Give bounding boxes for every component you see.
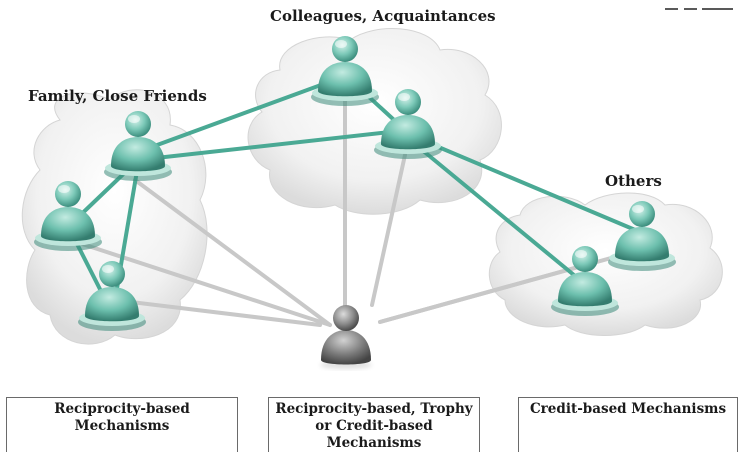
- gray-links: [68, 93, 642, 327]
- mechanism-box-reciprocity: Reciprocity-based Mechanisms: [6, 397, 238, 452]
- person-others-right-icon: [608, 201, 676, 271]
- person-colleague-top-icon: [311, 36, 379, 106]
- mechanism-box-mixed: Reciprocity-based, Trophy or Credit-base…: [268, 397, 480, 452]
- group-label-others: Others: [605, 172, 662, 190]
- cloud-others: [488, 192, 723, 336]
- person-family-left-icon: [34, 181, 102, 251]
- person-family-bottom-icon: [78, 261, 146, 331]
- mechanism-label-mixed: Reciprocity-based, Trophy or Credit-base…: [275, 401, 473, 451]
- person-family-top-icon: [104, 111, 172, 181]
- group-label-family: Family, Close Friends: [28, 87, 207, 105]
- mechanism-label-credit: Credit-based Mechanisms: [529, 401, 727, 417]
- mechanism-label-reciprocity: Reciprocity-based Mechanisms: [54, 401, 190, 434]
- person-colleague-right-icon: [374, 89, 442, 159]
- central-person-icon: [320, 305, 372, 369]
- people-layer: [34, 36, 676, 331]
- person-others-left-icon: [551, 246, 619, 316]
- mechanism-box-credit: Credit-based Mechanisms: [518, 397, 738, 452]
- group-label-colleagues: Colleagues, Acquaintances: [270, 7, 496, 25]
